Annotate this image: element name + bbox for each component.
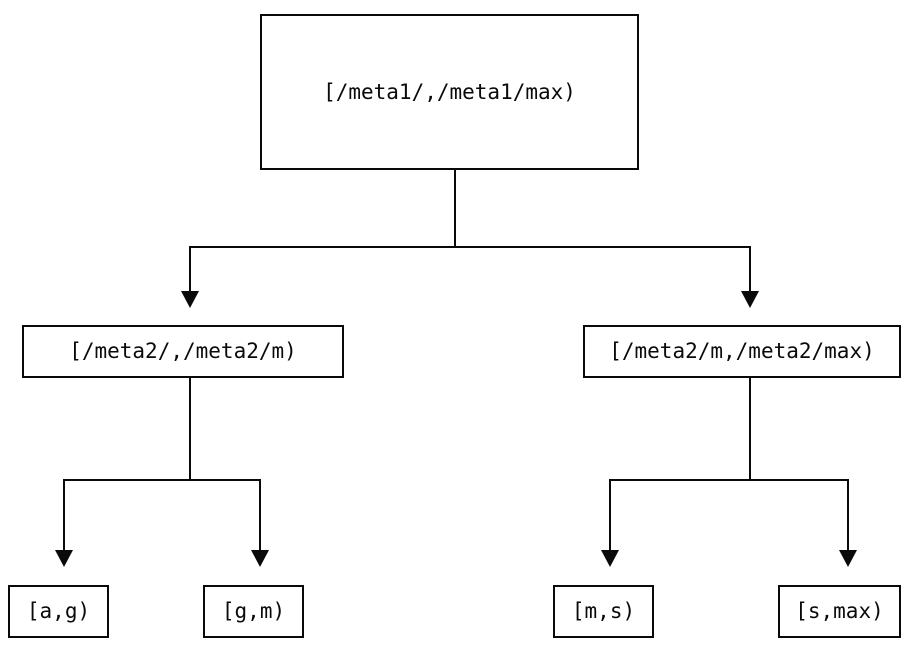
edge-line	[750, 479, 849, 550]
node-meta2-right-range: [/meta2/m,/meta2/max)	[583, 325, 901, 378]
node-meta2-left-range: [/meta2/,/meta2/m)	[22, 325, 344, 378]
edge-line	[189, 170, 456, 291]
node-leaf-range-gm: [g,m)	[203, 585, 304, 638]
arrow-down-icon	[55, 550, 73, 567]
arrow-down-icon	[839, 550, 857, 567]
arrow-down-icon	[251, 550, 269, 567]
node-leaf-range-ms: [m,s)	[553, 585, 654, 638]
node-root-meta1-range: [/meta1/,/meta1/max)	[260, 14, 639, 170]
arrow-down-icon	[601, 550, 619, 567]
node-leaf-range-smax: [s,max)	[778, 585, 901, 638]
edge-line	[190, 479, 261, 550]
arrow-down-icon	[741, 291, 759, 308]
arrow-down-icon	[181, 291, 199, 308]
edge-line	[63, 378, 191, 550]
node-leaf-range-ag: [a,g)	[8, 585, 109, 638]
edge-line	[609, 378, 751, 550]
edge-line	[455, 246, 751, 291]
